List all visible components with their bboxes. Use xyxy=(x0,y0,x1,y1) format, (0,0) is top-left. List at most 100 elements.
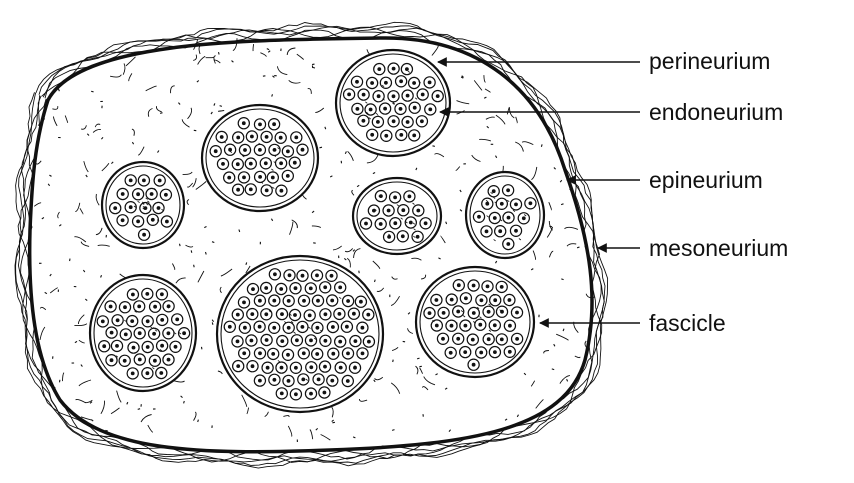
connective-fleck xyxy=(484,97,486,98)
axon-dot xyxy=(309,365,313,369)
axon-dot xyxy=(286,150,290,154)
connective-fiber xyxy=(435,154,444,157)
axon-dot xyxy=(136,192,140,196)
axon-dot xyxy=(258,175,262,179)
axon-dot xyxy=(280,312,284,316)
connective-fiber xyxy=(81,125,86,129)
connective-fiber xyxy=(352,190,354,195)
axon-dot xyxy=(413,106,417,110)
connective-fleck xyxy=(181,396,183,398)
axon-dot xyxy=(167,331,171,335)
connective-fiber xyxy=(424,377,435,385)
connective-fiber xyxy=(193,178,197,187)
connective-fiber xyxy=(345,248,353,251)
axon-dot xyxy=(123,359,127,363)
axon-dot xyxy=(265,189,269,193)
axon-dot xyxy=(174,345,178,349)
axon-dot xyxy=(346,352,350,356)
connective-fleck xyxy=(81,365,83,367)
connective-fiber xyxy=(297,54,304,59)
axon-dot xyxy=(330,379,334,383)
axon-dot xyxy=(236,162,240,166)
connective-fiber xyxy=(96,194,99,205)
connective-fiber xyxy=(182,119,189,127)
axon-dot xyxy=(243,148,247,152)
axon-dot xyxy=(251,364,255,368)
connective-fiber xyxy=(522,142,533,145)
connective-fiber xyxy=(575,356,580,358)
axon-dot xyxy=(412,134,416,138)
connective-fiber xyxy=(110,75,121,77)
axon-dot xyxy=(109,305,113,309)
connective-fiber xyxy=(120,274,126,278)
axon-dot xyxy=(324,312,328,316)
connective-fiber xyxy=(146,86,157,91)
axon-dot xyxy=(287,299,291,303)
connective-fiber xyxy=(348,151,354,161)
connective-fleck xyxy=(436,374,438,375)
axon-dot xyxy=(258,299,262,303)
connective-fleck xyxy=(344,258,346,260)
axon-dot xyxy=(132,346,136,350)
axon-dot xyxy=(478,323,482,327)
axon-dot xyxy=(471,338,475,342)
fascicle xyxy=(217,256,383,412)
axon-dot xyxy=(366,313,370,317)
connective-fiber xyxy=(218,371,222,374)
axon-dot xyxy=(182,331,186,335)
axon-dot xyxy=(450,298,454,302)
connective-fleck xyxy=(48,184,49,186)
connective-fleck xyxy=(75,341,77,342)
connective-fleck xyxy=(194,265,195,267)
axon-dot xyxy=(330,274,334,278)
axon-dot xyxy=(316,326,320,330)
connective-fiber xyxy=(117,391,122,403)
axon-dot xyxy=(487,310,491,314)
axon-dot xyxy=(456,337,460,341)
axon-dot xyxy=(416,235,420,239)
fascicle xyxy=(416,267,534,377)
connective-fiber xyxy=(98,245,110,246)
axon-dot xyxy=(362,119,366,123)
axon-dot xyxy=(146,319,150,323)
connective-fiber xyxy=(65,116,68,123)
axon-dot xyxy=(164,193,168,197)
axon-dot xyxy=(138,358,142,362)
axon-dot xyxy=(409,221,413,225)
connective-fleck xyxy=(554,168,556,170)
connective-fiber xyxy=(373,261,380,269)
connective-fiber xyxy=(78,315,84,324)
connective-fiber xyxy=(76,399,86,402)
axon-dot xyxy=(330,299,334,303)
axon-dot xyxy=(355,80,359,84)
axon-dot xyxy=(258,148,262,152)
connective-fleck xyxy=(517,415,518,417)
axon-dot xyxy=(377,67,381,71)
axon-dot xyxy=(309,287,313,291)
connective-fiber xyxy=(277,66,287,74)
axon-dot xyxy=(110,331,114,335)
axon-dot xyxy=(273,272,277,276)
connective-fleck xyxy=(239,230,240,232)
axon-dot xyxy=(387,209,391,213)
connective-fiber xyxy=(186,245,194,247)
axon-dot xyxy=(408,195,412,199)
connective-fleck xyxy=(433,146,435,147)
axon-dot xyxy=(392,67,396,71)
axon-dot xyxy=(302,351,306,355)
axon-dot xyxy=(124,333,128,337)
axon-dot xyxy=(352,312,356,316)
axon-dot xyxy=(500,338,504,342)
connective-fleck xyxy=(325,127,326,129)
axon-dot xyxy=(137,305,141,309)
axon-dot xyxy=(346,299,350,303)
connective-fiber xyxy=(198,271,204,282)
connective-fiber xyxy=(194,412,197,421)
connective-fiber xyxy=(456,167,460,171)
connective-fiber xyxy=(391,296,400,305)
axon-dot xyxy=(301,274,305,278)
connective-fiber xyxy=(148,109,152,117)
label-endoneurium: endoneurium xyxy=(649,101,783,124)
axon-dot xyxy=(136,220,140,224)
connective-fleck xyxy=(83,270,84,272)
